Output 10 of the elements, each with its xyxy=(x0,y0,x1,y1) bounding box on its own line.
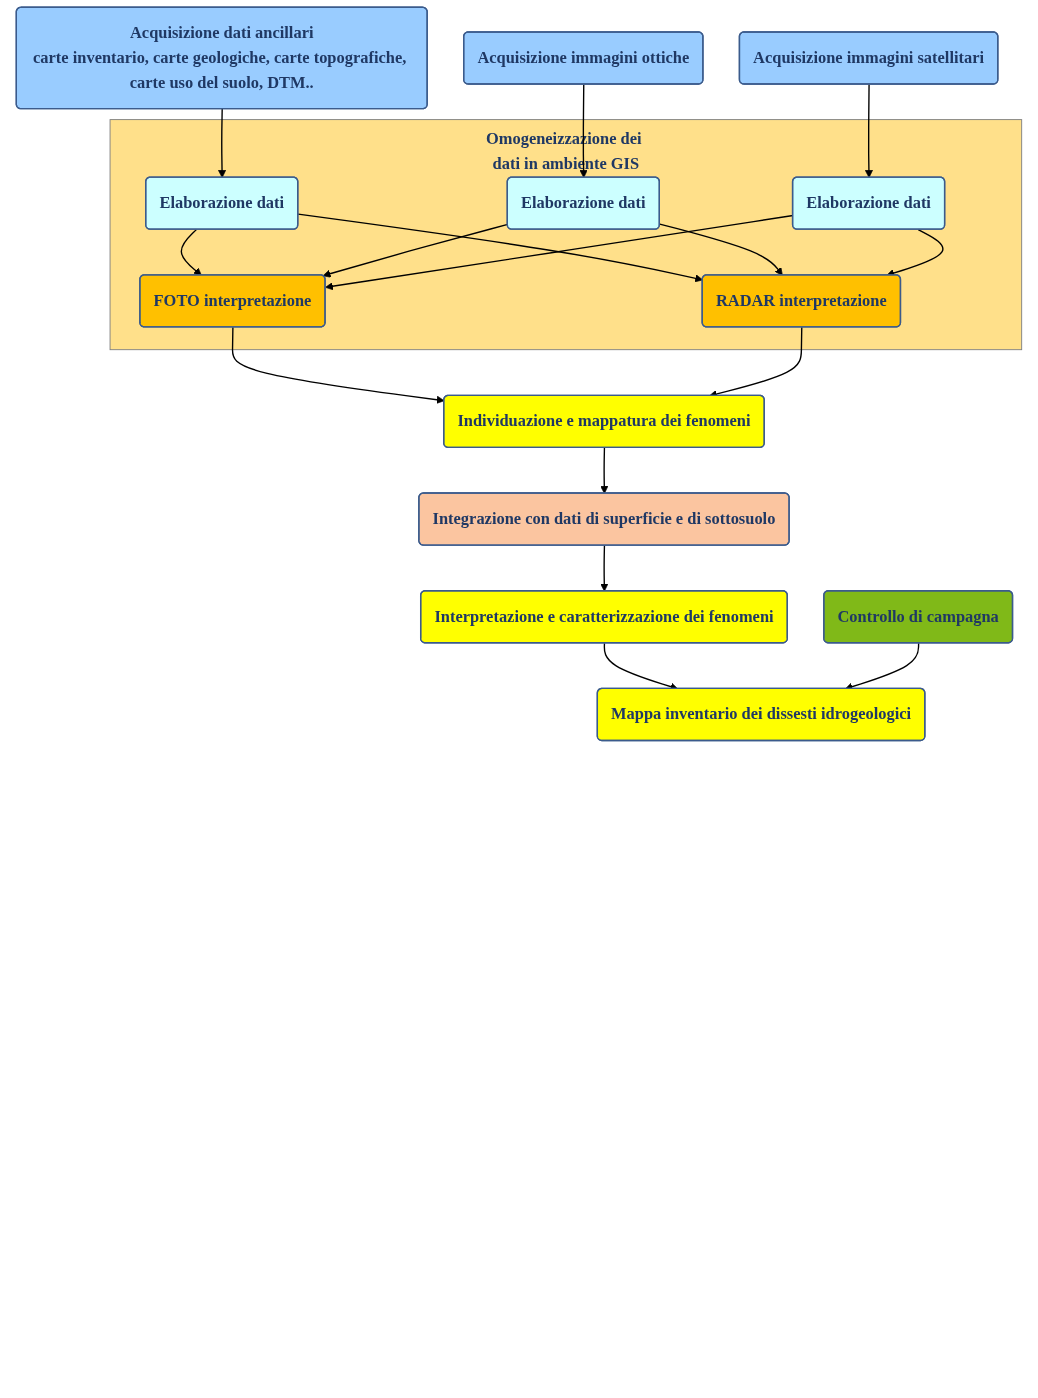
arrow xyxy=(218,108,227,178)
arrow xyxy=(180,228,202,276)
arrow xyxy=(600,447,609,494)
arrow xyxy=(864,83,873,178)
arrow xyxy=(579,83,588,178)
arrow xyxy=(659,223,783,276)
arrow xyxy=(886,228,944,277)
arrow xyxy=(297,213,703,283)
arrow xyxy=(231,326,445,404)
arrow xyxy=(600,544,609,592)
